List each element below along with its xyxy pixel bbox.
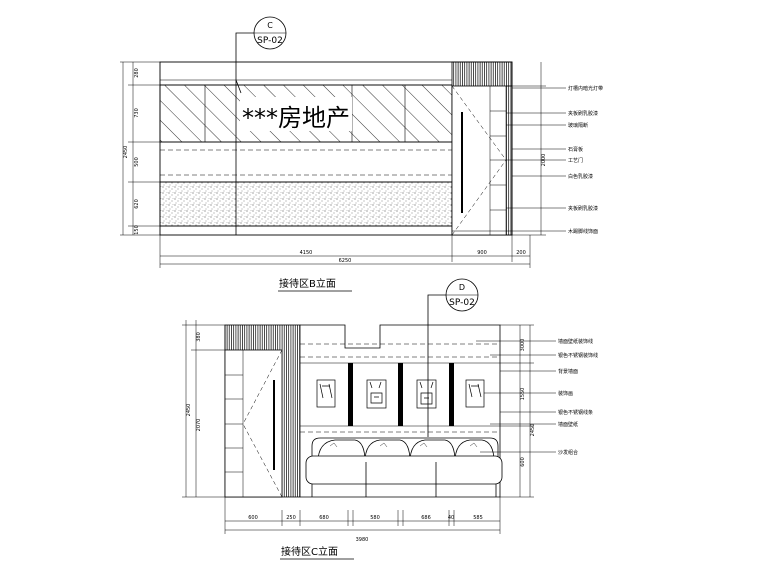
- leaders-b: [452, 87, 566, 232]
- artwork-1: [316, 379, 336, 408]
- callout-d-letter: D: [459, 283, 465, 292]
- title-elevation-c: 接待区C立面: [281, 545, 338, 558]
- artwork-3: [416, 379, 437, 409]
- left-dim-c-2: 2070: [196, 419, 202, 432]
- overall-dim-b: 6250: [339, 258, 352, 264]
- bottom-dimension-b: [159, 235, 531, 268]
- left-total-b: 2450: [123, 146, 129, 159]
- bottom-dim-b-2: 900: [477, 250, 487, 256]
- elevation-c: D SP-02: [182, 278, 598, 560]
- artwork-4: [465, 379, 485, 408]
- left-dim-b-2: 730: [134, 108, 140, 118]
- elevation-b: C SP-02 ***房地产: [120, 16, 603, 292]
- note-c-2: 银色不锈钢装饰线: [558, 352, 598, 359]
- note-b-6: 白色乳胶漆: [568, 173, 593, 180]
- artwork-2: [366, 379, 387, 409]
- note-b-1: 灯槽内暗光灯带: [568, 85, 603, 92]
- right-dim-c-1: 3000: [520, 339, 526, 352]
- callout-c-letter: C: [267, 21, 273, 30]
- note-b-5: 工艺门: [568, 157, 583, 164]
- callout-c-ref: SP-02: [257, 36, 283, 46]
- note-c-4: 装饰画: [558, 390, 573, 397]
- title-elevation-b: 接待区B立面: [279, 277, 336, 290]
- right-dim-c-2: 1550: [520, 388, 526, 401]
- right-dimension-b: [512, 62, 546, 236]
- note-c-6: 墙面壁纸: [558, 421, 578, 428]
- left-dimension-c: [182, 320, 225, 498]
- right-total-c: 2450: [530, 424, 536, 437]
- stone-panel: [159, 181, 453, 227]
- bottom-dim-b-1: 4150: [300, 250, 313, 256]
- bottom-dimension-c: [224, 497, 501, 534]
- sofa: [305, 437, 503, 497]
- brand-sign: ***房地产: [242, 104, 350, 132]
- note-b-8: 木踢脚线饰面: [568, 228, 598, 235]
- left-dim-b-1: 280: [134, 68, 140, 78]
- bottom-dim-c-3: 680: [319, 515, 329, 521]
- left-dim-b-4: 620: [134, 199, 140, 209]
- bottom-dim-c-4: 580: [370, 515, 380, 521]
- right-dim-c-3: 600: [520, 457, 526, 467]
- steel-strip-3: [449, 363, 454, 426]
- note-b-4: 石膏板: [568, 146, 583, 153]
- note-b-3: 玻璃隔断: [568, 122, 588, 129]
- note-c-7: 沙发组合: [558, 449, 578, 456]
- note-b-2: 夹板刷乳胶漆: [568, 110, 598, 117]
- bottom-dim-c-2: 250: [286, 515, 296, 521]
- glass-door: [451, 85, 507, 236]
- note-c-5: 银色不锈钢线条: [558, 409, 593, 416]
- bottom-dim-c-7: 585: [473, 515, 483, 521]
- left-dim-b-5: 150: [134, 225, 140, 235]
- bottom-dim-c-1: 600: [248, 515, 258, 521]
- right-dimension-c: [500, 324, 534, 498]
- left-dim-c-1: 380: [196, 332, 202, 342]
- section-callout-c: C SP-02: [235, 16, 287, 235]
- callout-d-ref: SP-02: [449, 298, 475, 308]
- steel-strip-1: [348, 363, 353, 426]
- steel-strip-2: [398, 363, 403, 426]
- left-dim-b-3: 500: [134, 157, 140, 167]
- door-c: [225, 349, 283, 498]
- left-dimension-b: [120, 61, 160, 236]
- note-c-1: 墙面壁纸装饰线: [558, 338, 593, 345]
- leaders-c: [476, 340, 556, 453]
- overall-dim-c: 3980: [356, 537, 369, 543]
- bottom-dim-b-3: 200: [516, 250, 526, 256]
- bottom-dim-c-5: 686: [421, 515, 431, 521]
- left-total-c: 2450: [186, 404, 192, 417]
- note-b-7: 夹板刷乳胶漆: [568, 205, 598, 212]
- section-callout-d: D SP-02: [427, 278, 479, 437]
- bottom-dim-c-6: 40: [448, 515, 454, 521]
- note-c-3: 背景墙面: [558, 368, 578, 375]
